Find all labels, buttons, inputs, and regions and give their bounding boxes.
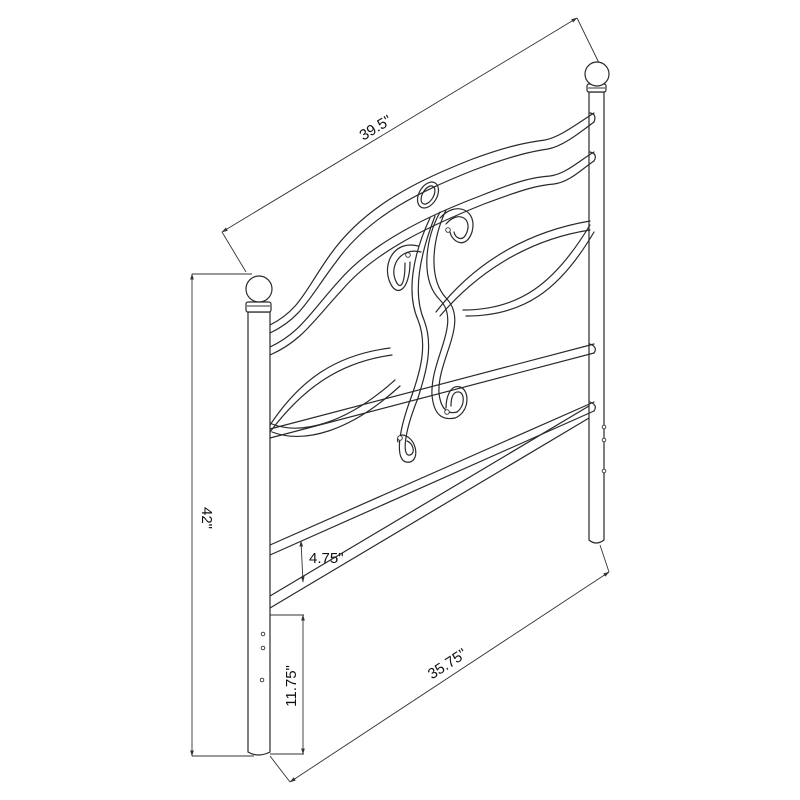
label-leg-height: 11.75" [283,665,300,707]
right-finial-icon [584,61,610,87]
bottom-rails [269,405,590,609]
label-inner-width: 35.75" [425,645,470,683]
scrolls [386,208,474,463]
dimension-rail-spacing: 4.75" [299,540,344,583]
dimension-inner-width: 35.75" [269,544,610,783]
dimension-overall-height: 42" [190,273,254,757]
top-rails [269,112,596,356]
leaf-shapes [269,220,595,437]
oval-ornament [416,181,440,209]
dimension-leg-height: 11.75" [270,614,305,755]
label-overall-height: 42" [198,507,215,529]
left-post [245,275,273,756]
right-post [584,61,610,544]
middle-rails [269,343,596,556]
dimension-overall-width: 39.5" [221,17,601,273]
label-rail-spacing: 4.75" [309,550,344,567]
left-finial-icon [245,275,273,303]
